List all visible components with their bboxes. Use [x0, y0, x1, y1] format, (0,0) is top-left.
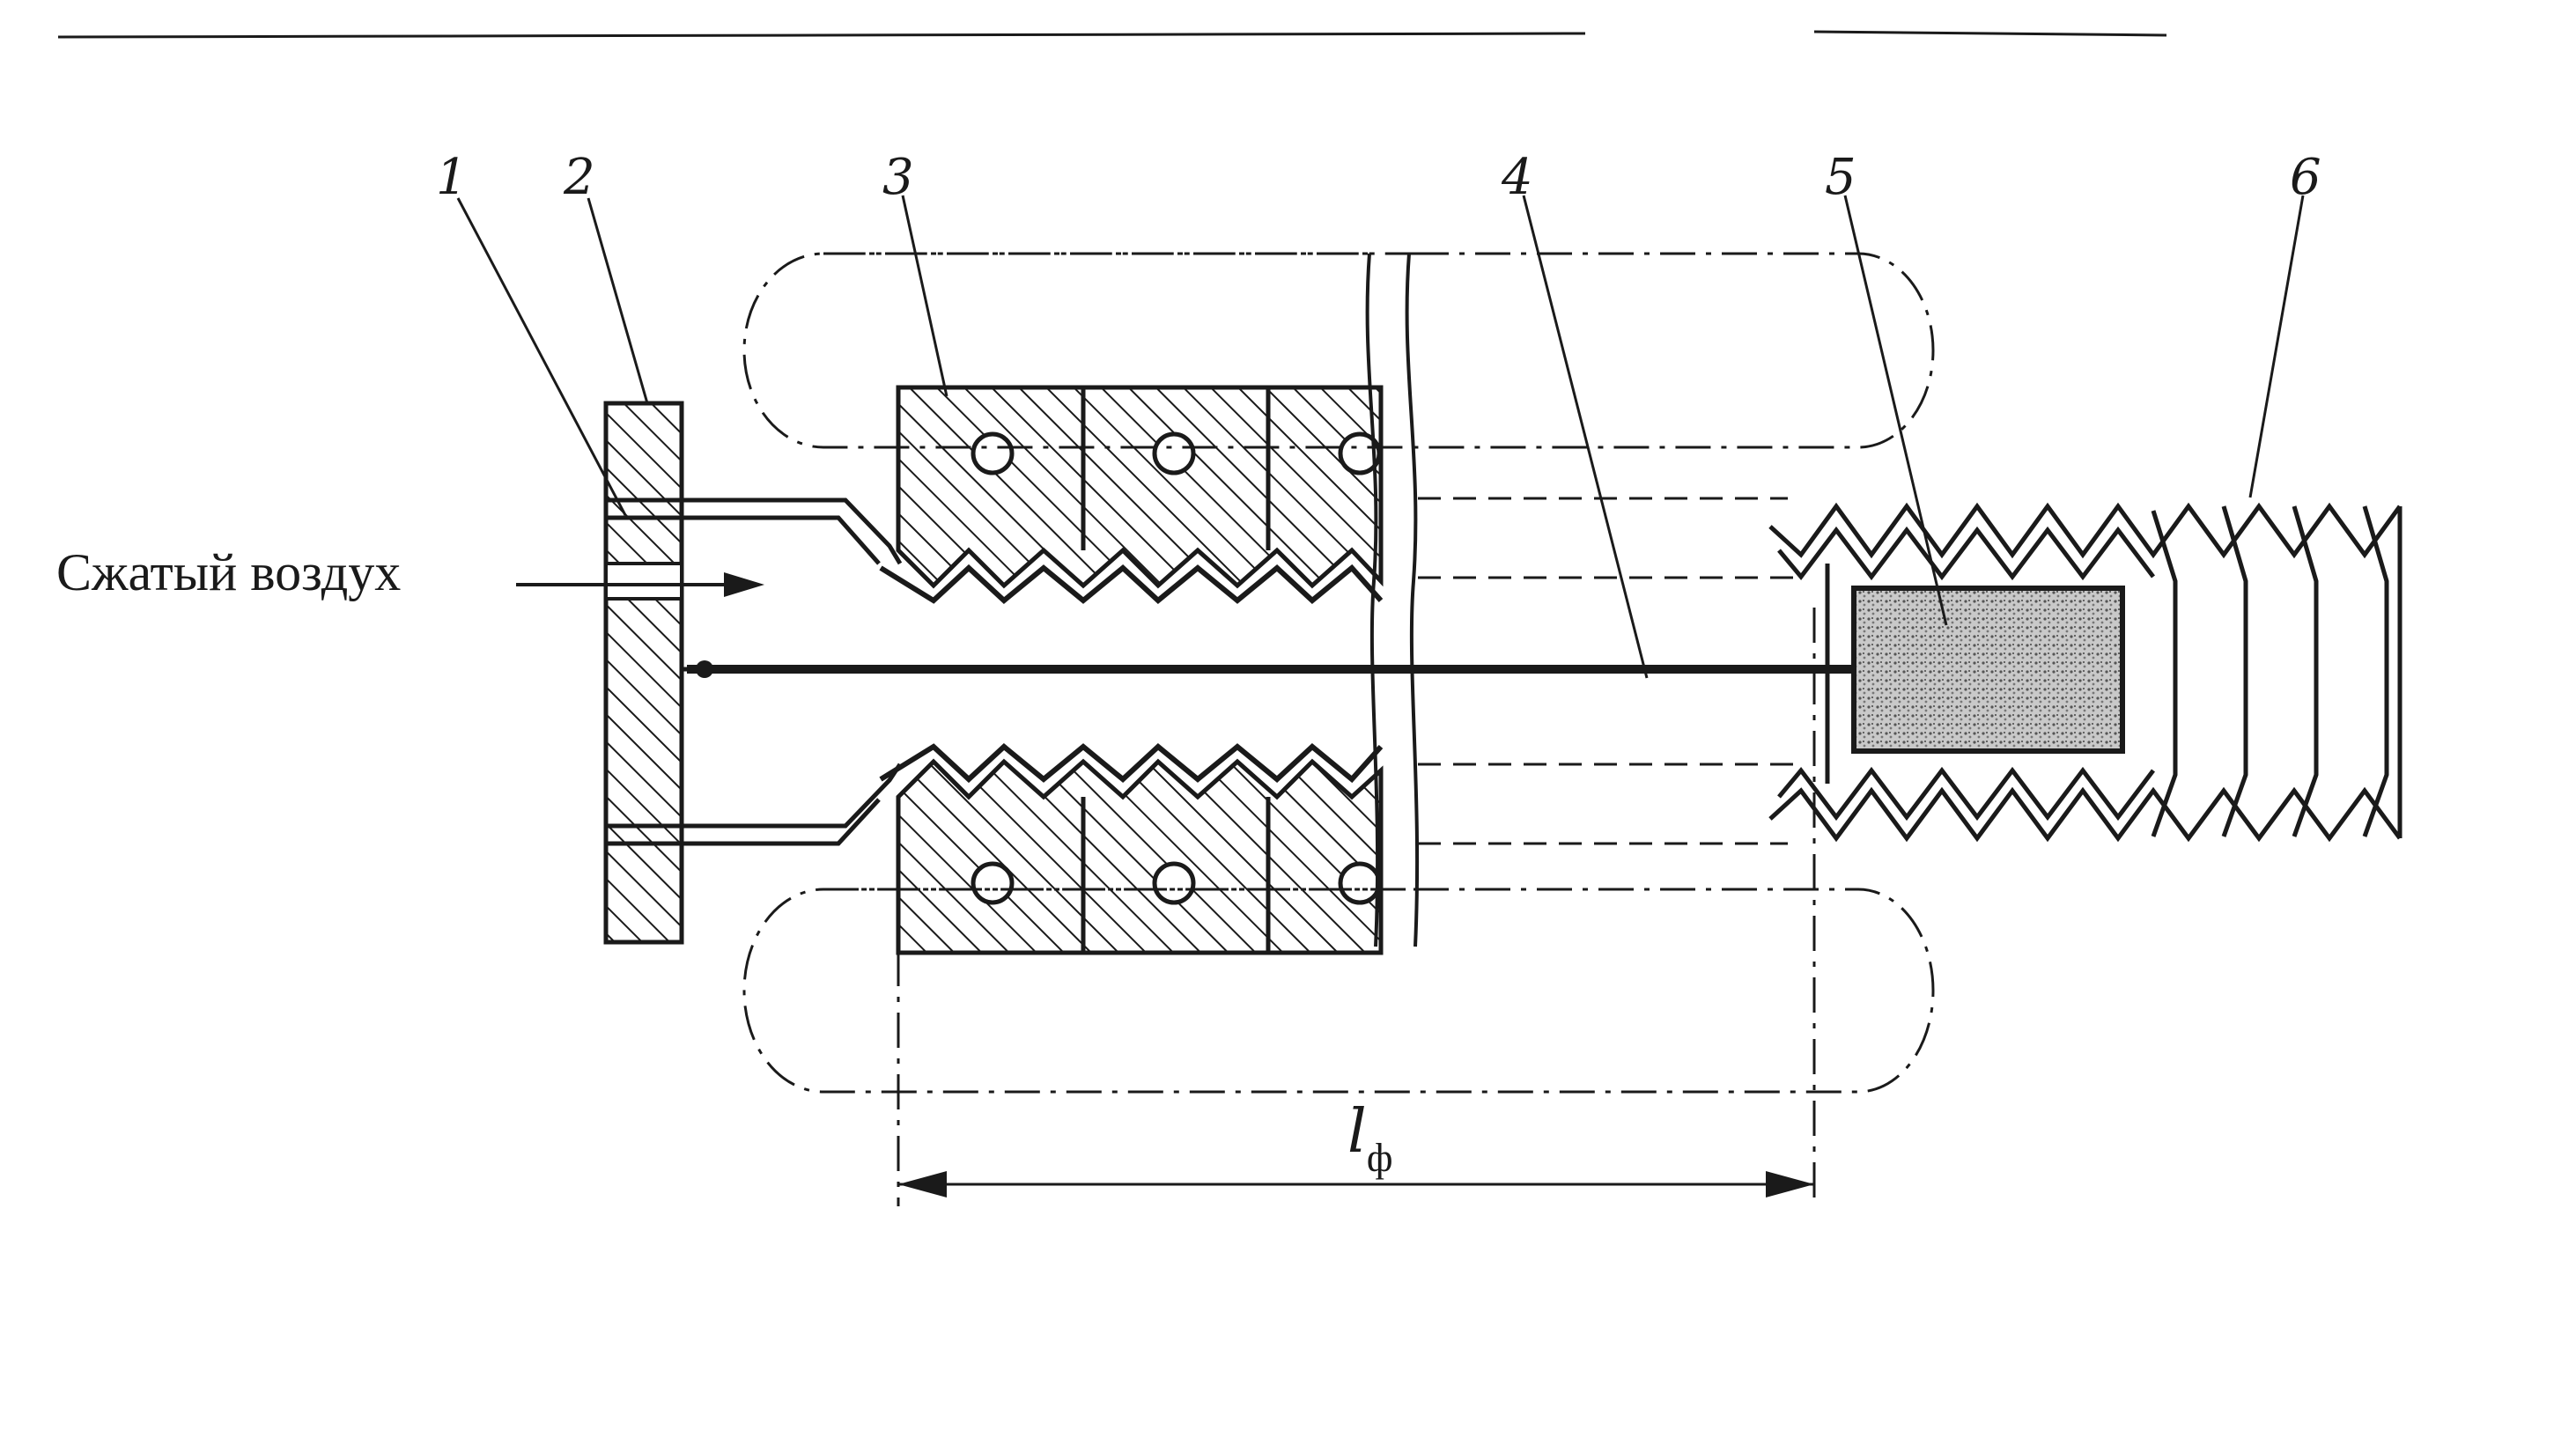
label-4: 4 — [1501, 149, 1533, 206]
label-3: 3 — [882, 149, 914, 206]
label-6: 6 — [2290, 149, 2321, 206]
inlet-arrow — [516, 572, 764, 597]
dimension-line — [898, 1171, 1814, 1198]
top-border-lines — [57, 30, 2167, 39]
nozzle-block-bottom — [879, 743, 1384, 955]
flange-wall — [603, 401, 684, 945]
inlet-label: Сжатый воздух — [56, 543, 401, 601]
leader-lines — [456, 195, 2305, 679]
sample-block — [1851, 586, 2125, 754]
corrugated-tube — [1768, 502, 2403, 843]
dimension-symbol: l — [1347, 1097, 1367, 1167]
label-2: 2 — [563, 149, 595, 206]
dimension-subscript: ф — [1367, 1135, 1393, 1180]
dashed-guides — [1418, 497, 1805, 845]
label-5: 5 — [1825, 149, 1856, 206]
air-channels — [608, 497, 903, 846]
break-lines — [1365, 253, 1420, 947]
dimension-label: lф — [1347, 1097, 1393, 1180]
label-1: 1 — [436, 149, 468, 206]
nozzle-block-top — [879, 385, 1384, 604]
central-cable — [682, 660, 1858, 678]
